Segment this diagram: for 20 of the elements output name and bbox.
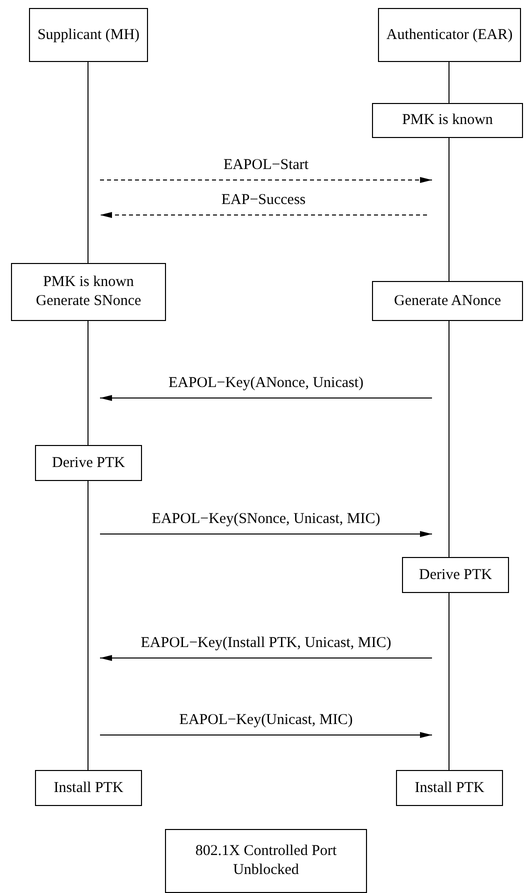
message-label: EAPOL−Key(Unicast, MIC) xyxy=(179,712,353,728)
process-box: Install PTK xyxy=(35,770,142,806)
process-box: Install PTK xyxy=(396,770,503,806)
lifeline xyxy=(448,592,450,770)
process-box: 802.1X Controlled Port Unblocked xyxy=(165,829,367,893)
process-box: Authenticator (EAR) xyxy=(378,8,521,62)
process-box: Derive PTK xyxy=(402,557,509,593)
lifeline xyxy=(448,62,450,104)
process-box: Generate ANonce xyxy=(372,281,523,321)
lifeline xyxy=(448,320,450,558)
message-label: EAPOL−Key(SNonce, Unicast, MIC) xyxy=(152,511,380,528)
message-label: EAPOL−Key(ANonce, Unicast) xyxy=(168,375,364,392)
process-box: Derive PTK xyxy=(35,445,142,481)
message-label: EAP−Success xyxy=(221,192,306,208)
process-box: Supplicant (MH) xyxy=(29,8,148,62)
process-box: PMK is known xyxy=(372,103,523,138)
message-label: EAPOL−Start xyxy=(223,157,309,174)
lifeline xyxy=(448,138,450,282)
process-box: PMK is known Generate SNonce xyxy=(11,263,166,321)
message-label: EAPOL−Key(Install PTK, Unicast, MIC) xyxy=(140,635,392,652)
